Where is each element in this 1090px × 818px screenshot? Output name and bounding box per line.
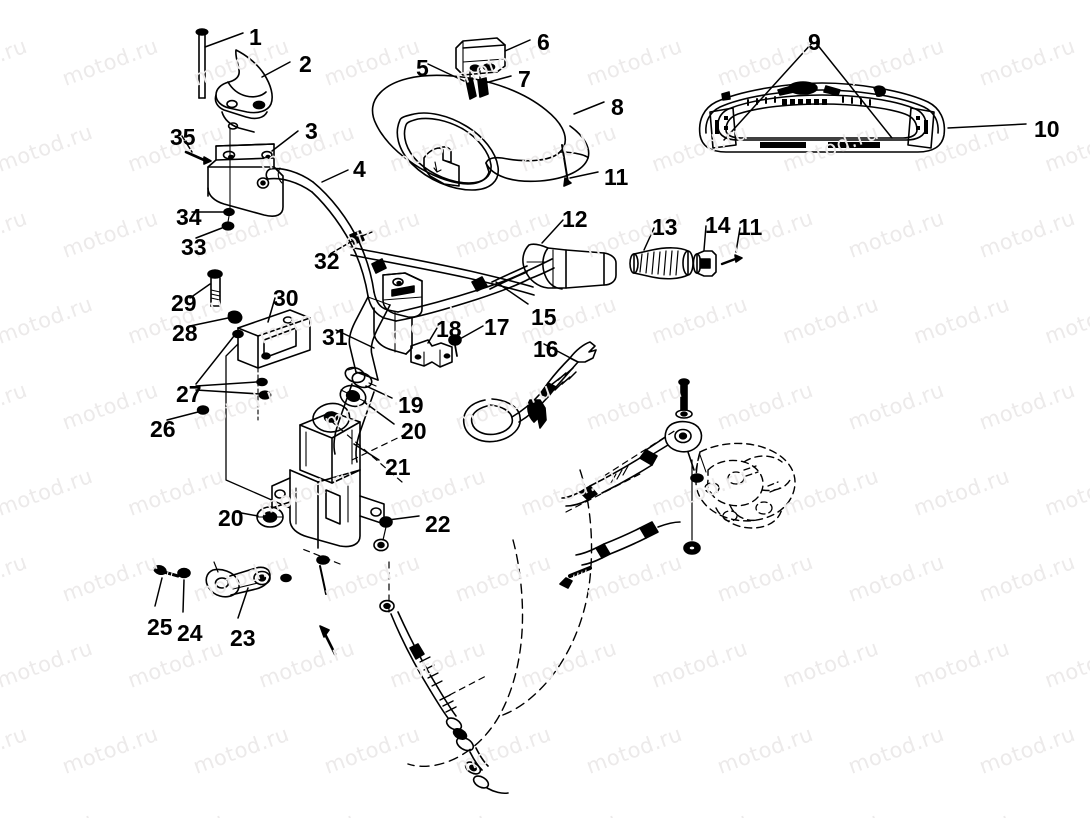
part-screw-clamp-block (184, 150, 212, 165)
callout-screw-clamp-block: 35 (170, 124, 196, 150)
part-bolt-mounting-plate (207, 269, 223, 307)
callout-cable-clamp-tie: 32 (314, 248, 340, 274)
callout-pitman-arm: 23 (230, 625, 256, 651)
part-bolt-upper-clamp (195, 28, 209, 99)
callout-nut-steering-support: 22 (425, 511, 451, 537)
part-steering-post-bushing-flange (339, 384, 367, 408)
part-mounting-plate-fasteners (232, 329, 272, 400)
part-instrument-cluster (698, 81, 946, 153)
part-pitman-arm (205, 561, 271, 598)
phantom-body-outline (407, 469, 593, 768)
callout-cable-guide-bracket: 18 (436, 316, 462, 342)
part-rivet-plate (196, 405, 210, 415)
leader-lines (154, 32, 1027, 619)
callout-mounting-plate-fasteners: 27 (176, 381, 202, 407)
callout-handlebar-upper-clamp-bracket: 2 (299, 51, 312, 77)
callout-switch-retainer-screw: 7 (518, 66, 531, 92)
callout-tether-safety-lanyard: 16 (533, 336, 559, 362)
callout-mounting-plate-bracket: 30 (273, 285, 299, 311)
part-handlebar-right-grip (629, 247, 694, 280)
part-steering-pod-cover (371, 74, 590, 191)
part-steering-post-bushing-lower (256, 506, 284, 528)
part-handlebar-upper-clamp-bracket (214, 49, 273, 133)
part-screw-pod-cover (561, 144, 572, 187)
callout-instrument-cluster-bezel: 10 (1034, 116, 1060, 142)
callout-steering-post-support-housing: 21 (385, 454, 411, 480)
callout-screw-end-cap: 11 (738, 214, 763, 240)
callout-steering-post-bushing-upper: 19 (398, 392, 424, 418)
callout-washer-lower-clamp: 34 (176, 204, 202, 230)
callout-bolt-upper-clamp: 1 (249, 24, 262, 50)
callout-handlebar-lower-clamp-block: 3 (305, 118, 318, 144)
callout-steering-post-bushing-lower: 20 (218, 505, 244, 531)
callout-handlebar-switch-housing: 6 (537, 29, 550, 55)
part-cable-guide-bracket (410, 339, 453, 368)
part-pitman-arm-nut (177, 567, 191, 579)
callout-switch-mount-stem: 5 (416, 55, 429, 81)
part-pitman-arm-bolt (153, 564, 180, 578)
part-steering-post-bushing-upper (344, 366, 377, 389)
callout-cable-guide-screw: 17 (484, 314, 510, 340)
callout-steering-post-shaft: 31 (322, 324, 348, 350)
callout-instrument-cluster-gauge: 9 (808, 29, 821, 55)
part-handlebar-switch-housing (455, 37, 506, 81)
phantom-hub-outline (695, 442, 796, 529)
callout-lock-washer: 28 (172, 320, 198, 346)
callout-handlebar-left-grip: 4 (353, 156, 366, 182)
callout-pitman-arm-nut: 24 (177, 620, 203, 646)
phantom-hub-details (704, 465, 781, 522)
part-throttle-block-housing (489, 243, 617, 290)
callout-screw-pod-cover: 11 (604, 164, 629, 190)
callout-handlebar-end-cap: 14 (705, 212, 731, 238)
callout-bolt-mounting-plate: 29 (171, 290, 197, 316)
part-steering-post-support-housing (271, 402, 385, 549)
callout-steering-pod-cover: 8 (611, 94, 624, 120)
callout-throttle-cable: 15 (531, 304, 557, 330)
part-cable-guide-screw (448, 334, 462, 357)
callout-steering-post-bushing-flange: 20 (401, 418, 427, 444)
callout-pitman-arm-bolt: 25 (147, 614, 173, 640)
callout-throttle-block-housing: 12 (562, 206, 588, 232)
callout-nut-lower-clamp: 33 (181, 234, 207, 260)
part-screw-end-cap (720, 254, 743, 266)
part-misc-fasteners (280, 555, 337, 656)
callout-handlebar-right-grip: 13 (652, 214, 678, 240)
part-lock-washer (227, 310, 243, 324)
callout-rivet-plate: 26 (150, 416, 176, 442)
part-mounting-plate-bracket (225, 309, 311, 509)
part-handlebar-end-cap (692, 250, 717, 277)
